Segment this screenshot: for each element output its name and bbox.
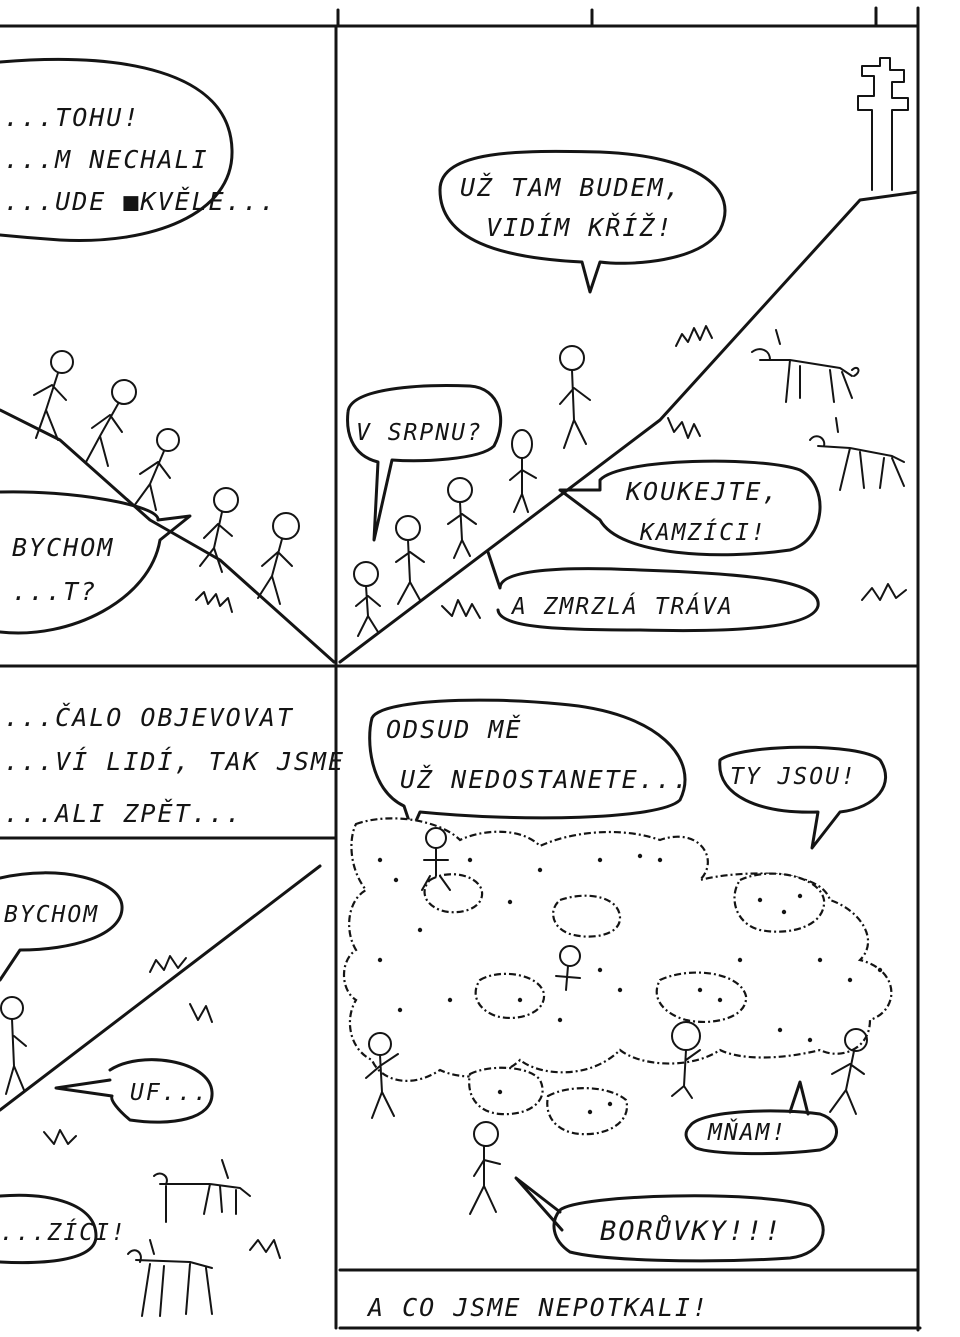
panel-top-right: UŽ TAM BUDEM, VIDÍM KŘÍŽ! V SRPNU? KOUKE…	[338, 57, 920, 664]
chamois	[809, 417, 905, 491]
stick-figure	[365, 1032, 399, 1119]
stick-figure	[33, 350, 74, 441]
bubble-line: ...UDE ■KVĚLE...	[4, 187, 277, 216]
stick-figure	[829, 1028, 868, 1115]
stick-figure	[559, 345, 591, 449]
speech-bubble	[0, 871, 124, 982]
grass-tuft	[861, 583, 907, 601]
hill-slope	[0, 408, 336, 664]
panel-frames	[0, 6, 922, 1332]
panel-top-left: ...TOHU! ...M NECHALI ...UDE ■KVĚLE... B…	[0, 57, 336, 664]
stick-figure	[199, 487, 239, 573]
stick-figure	[353, 561, 381, 637]
speech-bubble	[558, 459, 822, 557]
bubble-line: ...T?	[12, 577, 97, 606]
chamois	[751, 329, 860, 403]
panel-lower-left: BYCHOM UF... ...ZÍCI!	[0, 864, 322, 1317]
caption-line: ...ALI ZPĚT...	[4, 799, 243, 828]
stick-figure	[257, 512, 300, 605]
bubble-line: UŽ NEDOSTANETE...	[400, 765, 690, 794]
bubble-line: KOUKEJTE,	[625, 477, 779, 506]
stick-figure	[395, 515, 425, 605]
speech-bubble	[54, 1058, 214, 1124]
stick-figure	[0, 996, 27, 1095]
bubble-line: TY JSOU!	[730, 764, 857, 790]
speech-bubble	[0, 490, 192, 635]
slope-line	[0, 864, 322, 1112]
bubble-line: BORŮVKY!!!	[600, 1215, 783, 1247]
bubble-line: BYCHOM	[12, 533, 114, 562]
stick-figure	[133, 428, 180, 511]
blueberry-bushes	[343, 817, 893, 1136]
bubble-line: BYCHOM	[4, 902, 99, 928]
grass-tuft	[149, 955, 187, 973]
stick-figure	[421, 827, 451, 891]
bubble-line: ...ZÍCI!	[0, 1218, 127, 1246]
stick-figure	[469, 1121, 501, 1215]
speech-bubble	[438, 149, 727, 294]
caption-line: A CO JSME NEPOTKALI!	[366, 1293, 709, 1322]
grass-tuft	[249, 1239, 281, 1259]
grass-tuft	[189, 1003, 213, 1023]
speech-bubble	[514, 1176, 825, 1263]
stick-figure	[555, 945, 581, 991]
speech-bubble	[684, 1080, 838, 1156]
grass-tuft	[441, 599, 481, 619]
bubble-line: UF...	[130, 1080, 209, 1106]
bubble-line: KAMZÍCI!	[639, 518, 767, 546]
summit-cross	[857, 57, 909, 191]
caption-line: ...ČALO OBJEVOVAT	[4, 702, 294, 732]
bubble-line: ...TOHU!	[4, 103, 140, 132]
speech-bubble	[486, 550, 820, 633]
grass-tuft	[195, 591, 233, 613]
stick-figure	[509, 429, 537, 513]
panel-mid-left-caption: ...ČALO OBJEVOVAT ...VÍ LIDÍ, TAK JSME .…	[4, 702, 345, 828]
blueberry-dots	[377, 853, 883, 1115]
stick-figure	[671, 1021, 701, 1099]
bubble-line: ODSUD MĚ	[386, 715, 522, 744]
grass-tuft	[675, 325, 713, 347]
stick-figure	[85, 379, 137, 467]
bubble-line: UŽ TAM BUDEM,	[460, 173, 682, 202]
chamois	[127, 1239, 213, 1317]
panel-bottom-right: ODSUD MĚ UŽ NEDOSTANETE... TY JSOU!	[343, 698, 893, 1322]
caption-line: ...VÍ LIDÍ, TAK JSME	[4, 747, 345, 776]
speech-bubble	[0, 57, 234, 243]
stick-figure	[447, 477, 477, 559]
grass-tuft	[43, 1129, 77, 1145]
speech-bubble	[718, 745, 887, 850]
bubble-line: A ZMRZLÁ TRÁVA	[510, 592, 734, 620]
bubble-line: V SRPNU?	[356, 420, 483, 446]
bubble-line: ...M NECHALI	[4, 145, 209, 174]
bubble-line: MŇAM!	[707, 1118, 787, 1146]
chamois	[153, 1159, 251, 1223]
speech-bubble	[0, 1193, 98, 1265]
speech-bubble	[346, 384, 503, 542]
bubble-line: VIDÍM KŘÍŽ!	[486, 213, 674, 242]
grass-tuft	[667, 417, 701, 439]
mountain-slope	[338, 190, 920, 664]
speech-bubble	[368, 698, 687, 832]
